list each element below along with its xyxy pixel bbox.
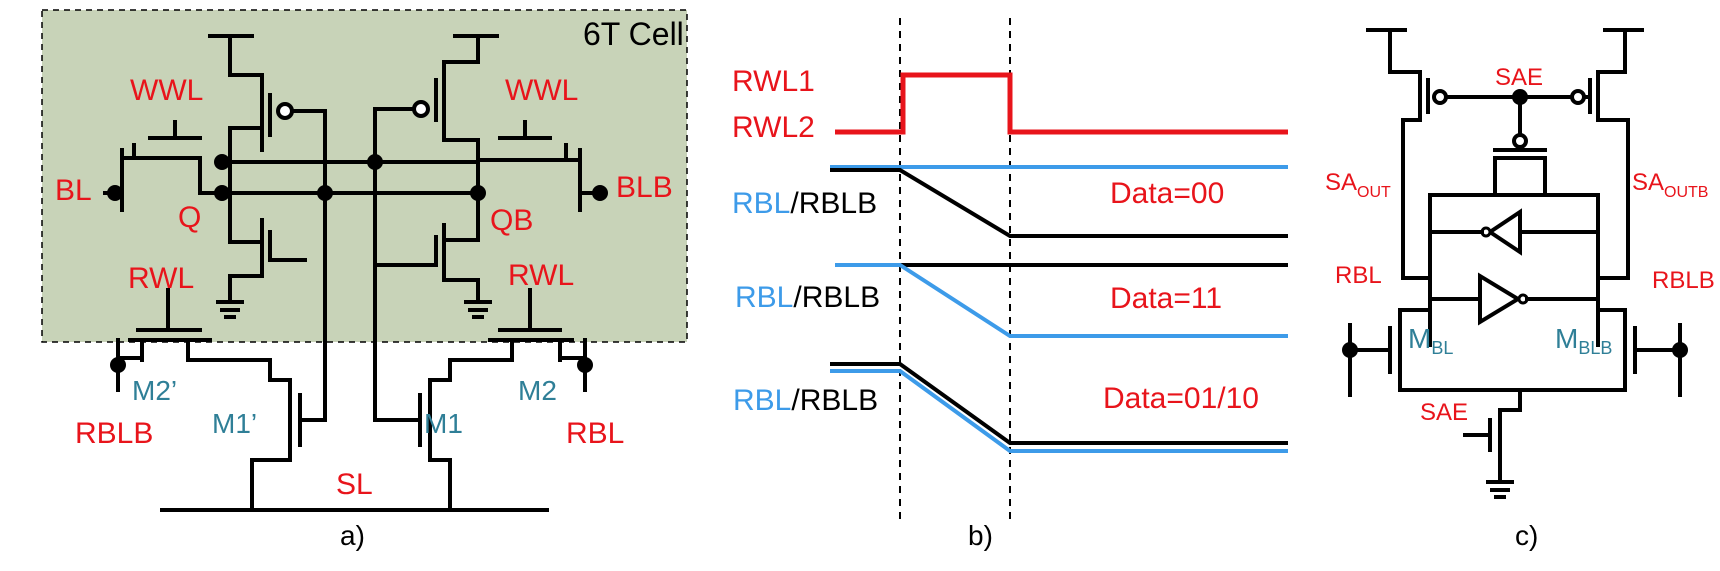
panel-b-caption: b) [968, 520, 993, 551]
m1-label: M1 [424, 408, 463, 439]
bitline-label-row2: RBL/RBLB [735, 281, 880, 314]
data-label-row2: Data=11 [1110, 282, 1222, 315]
wwl-right-label: WWL [505, 74, 578, 107]
panel-c-caption: c) [1515, 520, 1538, 551]
qb-node-label: QB [490, 204, 533, 237]
rblb-waveform-row3 [830, 362, 1288, 445]
sa-junction-dots [1342, 89, 1688, 358]
rbl-label: RBL [566, 417, 624, 450]
rwl-right-label: RWL [508, 259, 574, 292]
cell-title: 6T Cell [583, 16, 684, 52]
m2-prime-label: M2’ [132, 375, 177, 406]
m2-label: M2 [518, 375, 557, 406]
panel-a-labels: 6T Cell WWL WWL BL BLB Q QB RWL RWL M2’ … [55, 16, 684, 501]
rwl-left-label: RWL [128, 262, 194, 295]
panel-c-labels: SAE SAOUT SAOUTB RBL RBLB MBL MBLB SAE [1325, 64, 1715, 426]
data-label-row1: Data=00 [1110, 177, 1224, 210]
bitline-label-row3: RBL/RBLB [733, 384, 878, 417]
panel-a-caption: a) [340, 520, 365, 551]
rbl-waveform-row2 [835, 263, 1288, 338]
wwl-left-label: WWL [130, 74, 203, 107]
q-node-label: Q [178, 201, 201, 234]
blb-label: BLB [616, 171, 673, 204]
panel-b-timing-diagram: RWL1 RWL2 RBL/RBLB RBL/RBLB RBL/RBLB Dat… [732, 18, 1288, 551]
panel-a-schematic: 6T Cell WWL WWL BL BLB Q QB RWL RWL M2’ … [41, 9, 688, 551]
sa-rbl-label: RBL [1335, 262, 1382, 289]
data-label-row3: Data=01/10 [1103, 382, 1259, 415]
rwl1-label: RWL1 [732, 65, 815, 98]
sa-rblb-label: RBLB [1652, 267, 1715, 294]
m1-prime-label: M1’ [212, 408, 257, 439]
sl-label: SL [336, 468, 373, 501]
bl-label: BL [55, 174, 92, 207]
sae-bottom-label: SAE [1420, 399, 1468, 426]
rblb-waveform-row1 [830, 168, 1288, 238]
rbl-waveform-row3 [830, 369, 1288, 453]
junction-dots [107, 154, 608, 373]
sae-top-label: SAE [1495, 64, 1543, 91]
sa-out-label: SAOUT [1325, 169, 1391, 201]
rwl-pulse-waveform [835, 72, 1288, 135]
sa-outb-label: SAOUTB [1632, 169, 1708, 201]
m-blb-label: MBLB [1555, 323, 1612, 358]
rblb-label: RBLB [75, 417, 153, 450]
m-bl-label: MBL [1408, 323, 1453, 358]
rwl2-label: RWL2 [732, 111, 815, 144]
bitline-label-row1: RBL/RBLB [732, 187, 877, 220]
sa-wiring [1348, 28, 1682, 499]
panel-c-sense-amplifier: SAE SAOUT SAOUTB RBL RBLB MBL MBLB SAE c… [1325, 28, 1715, 551]
